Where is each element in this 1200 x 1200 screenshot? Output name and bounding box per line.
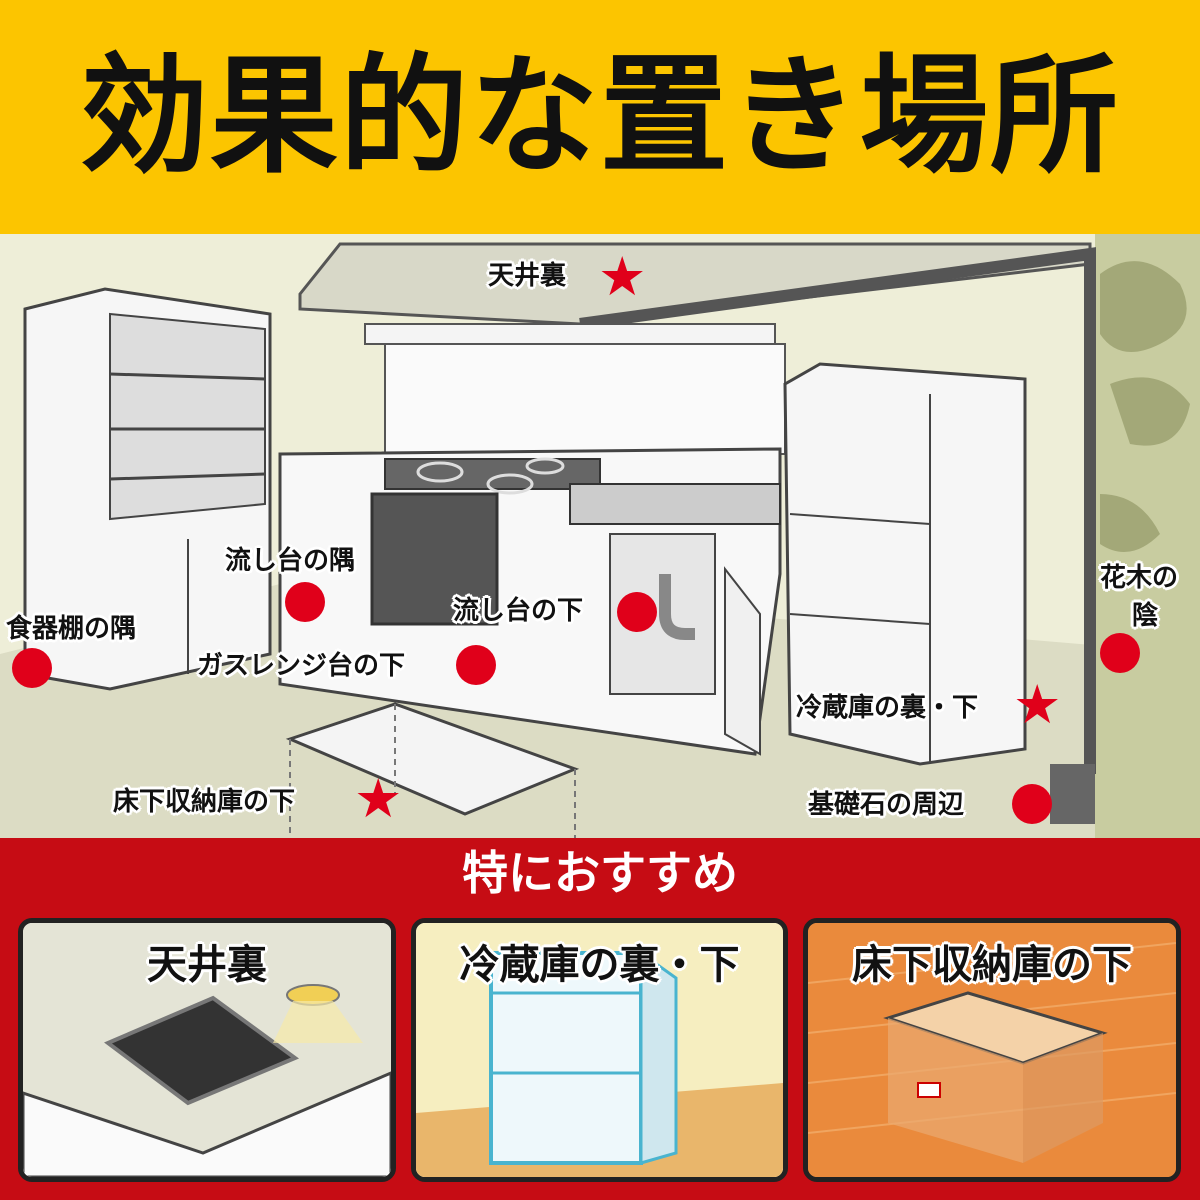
- kitchen-scene: [0, 234, 1200, 838]
- recommend-panel-ceiling: 天井裏: [18, 918, 396, 1182]
- dot-marker-cupboard-corner: [12, 648, 52, 688]
- label-sink-corner: 流し台の隅: [225, 546, 356, 576]
- label-ceiling: 天井裏: [488, 261, 567, 291]
- ceiling-hatch-illustration: [23, 923, 391, 1177]
- label-garden-shade-1: 花木の: [1100, 563, 1179, 593]
- star-marker-ceiling: ★: [598, 245, 647, 308]
- panel-label-fridge: 冷蔵庫の裏・下: [459, 942, 740, 988]
- dot-marker-sink-corner: [285, 582, 325, 622]
- refrigerator: [783, 362, 1027, 766]
- panel-label-floor-storage: 床下収納庫の下: [852, 942, 1132, 988]
- floor-storage-illustration: [808, 923, 1176, 1177]
- recommend-panel-fridge: 冷蔵庫の裏・下: [411, 918, 788, 1182]
- fridge-illustration: [416, 923, 783, 1177]
- range-hood: [364, 323, 776, 345]
- star-marker-under-floor-storage: ★: [354, 767, 403, 830]
- sink: [569, 483, 781, 525]
- kitchen-illustration: [0, 234, 1200, 838]
- tree-foliage: [1100, 261, 1190, 552]
- label-under-gas-range: ガスレンジ台の下: [197, 651, 406, 681]
- panel-label-ceiling: 天井裏: [147, 942, 267, 988]
- backsplash: [384, 343, 786, 455]
- dot-marker-under-sink: [617, 592, 657, 632]
- label-cupboard-corner: 食器棚の隅: [6, 614, 137, 644]
- dot-marker-foundation-stone: [1012, 784, 1052, 824]
- foundation-stone: [1050, 764, 1095, 824]
- cabinet-door: [724, 566, 761, 756]
- recommend-title: 特におすすめ: [462, 846, 738, 900]
- star-marker-behind-fridge: ★: [1013, 673, 1062, 736]
- label-under-floor-storage: 床下収納庫の下: [113, 787, 296, 817]
- label-garden-shade-2: 陰: [1132, 601, 1159, 631]
- drain-pipe: [659, 574, 695, 640]
- dot-marker-garden-shade: [1100, 633, 1140, 673]
- label-under-sink: 流し台の下: [453, 596, 584, 626]
- title-bar: [0, 0, 1200, 234]
- page-title: 効果的な置き場所: [79, 42, 1120, 191]
- label-foundation-stone: 基礎石の周辺: [808, 790, 965, 820]
- recommend-panel-floor-storage: 床下収納庫の下: [803, 918, 1181, 1182]
- cupboard-shelves: [109, 312, 266, 521]
- house-frame: [579, 247, 1096, 774]
- gas-stove: [384, 458, 601, 490]
- dot-marker-under-gas-range: [456, 645, 496, 685]
- oven: [370, 492, 499, 626]
- label-behind-fridge: 冷蔵庫の裏・下: [796, 693, 979, 723]
